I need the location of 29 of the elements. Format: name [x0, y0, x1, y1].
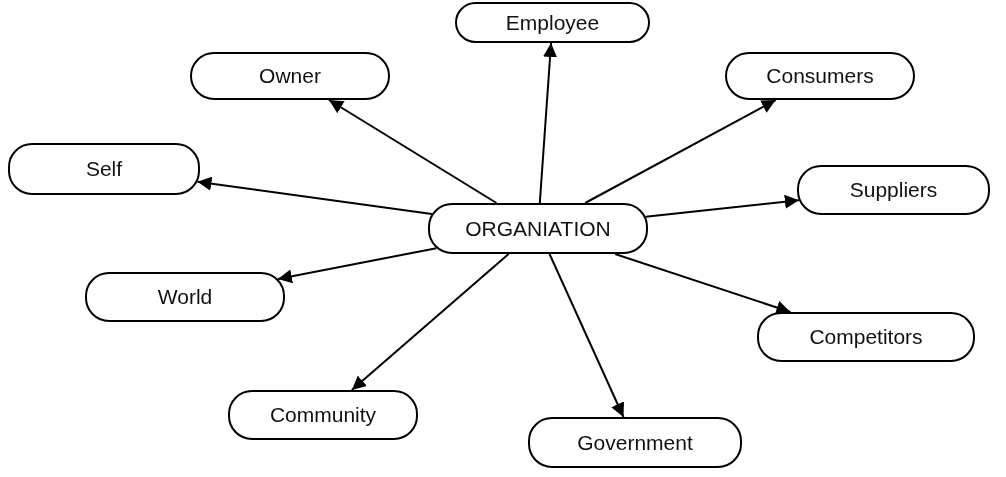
node-label: Competitors — [809, 325, 923, 349]
arrow — [276, 247, 438, 284]
node-label: Consumers — [766, 64, 874, 88]
central-node — [428, 203, 648, 254]
stakeholder-node — [757, 312, 975, 362]
stakeholder-node — [228, 390, 418, 440]
arrow — [548, 253, 625, 418]
stakeholder-node — [455, 2, 650, 43]
stakeholder-node — [85, 272, 285, 322]
arrow — [584, 99, 777, 204]
node-label: Self — [85, 157, 123, 181]
node-label: Employee — [505, 10, 600, 35]
node-label: World — [157, 285, 213, 309]
arrow — [328, 99, 498, 204]
node-label: Suppliers — [849, 178, 938, 202]
node-label: ORGANIATION — [465, 216, 611, 241]
arrow — [350, 253, 510, 391]
node-label: Owner — [259, 64, 321, 88]
stakeholder-node — [725, 52, 915, 100]
node-label: Government — [577, 430, 693, 455]
arrow — [538, 42, 558, 204]
node-label: Community — [269, 403, 377, 427]
stakeholder-node — [528, 417, 742, 468]
arrow — [614, 253, 792, 315]
arrow — [196, 176, 433, 215]
stakeholder-node — [8, 143, 200, 195]
arrow — [644, 194, 800, 218]
stakeholder-node — [190, 52, 390, 100]
stakeholder-node — [797, 165, 990, 215]
